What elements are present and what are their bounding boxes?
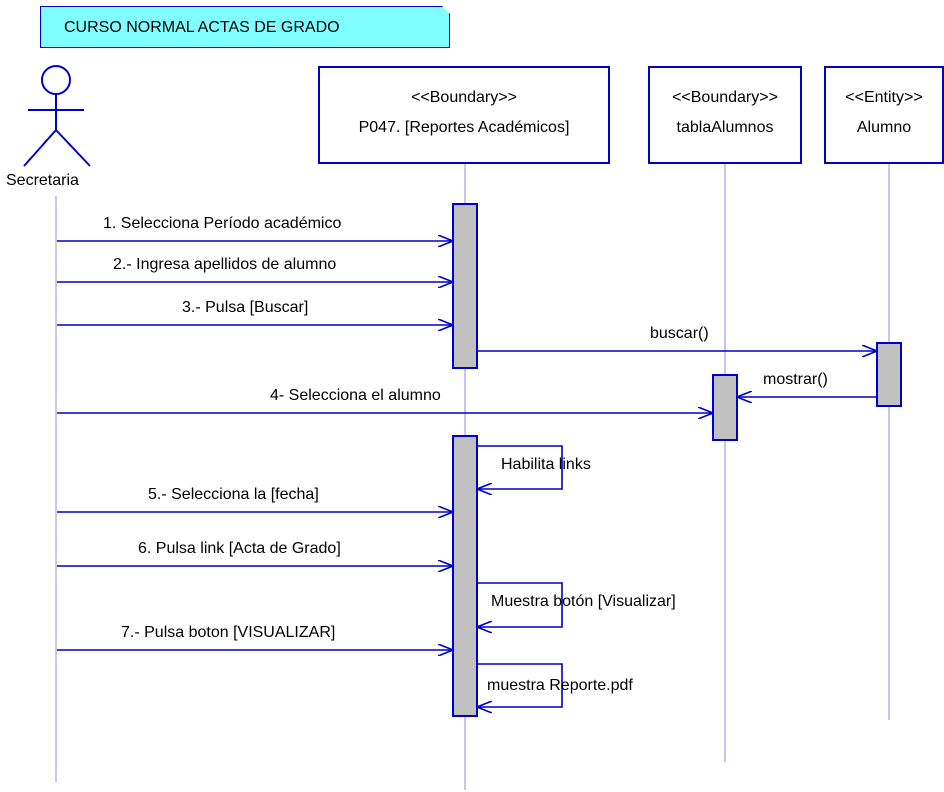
object-alumno: <<Entity>> Alumno [824, 66, 944, 164]
object-name: Alumno [856, 119, 912, 136]
message-label-7: 7.- Pulsa boton [VISUALIZAR] [121, 624, 336, 641]
message-label-1: 1. Selecciona Período académico [103, 215, 342, 232]
message-label-habilita: Habilita links [501, 456, 591, 473]
self-message-muestra-boton [477, 582, 563, 627]
actor-label: Secretaria [6, 172, 79, 189]
activation-alumno [876, 342, 902, 407]
message-label-muestra-boton: Muestra botón [Visualizar] [491, 593, 676, 610]
object-stereotype: <<Boundary>> [411, 89, 517, 106]
object-tablaalumnos: <<Boundary>> tablaAlumnos [648, 66, 802, 164]
message-label-muestra-reporte: muestra Reporte.pdf [487, 677, 633, 694]
object-name: P047. [Reportes Académicos] [358, 119, 570, 136]
self-message-habilita [477, 445, 563, 489]
note-fold [442, 6, 450, 14]
object-name: tablaAlumnos [676, 119, 774, 136]
object-p047: <<Boundary>> P047. [Reportes Académicos] [318, 66, 610, 164]
note-title: CURSO NORMAL ACTAS DE GRADO [64, 19, 340, 36]
actor-icon [23, 65, 91, 167]
object-stereotype: <<Boundary>> [672, 89, 778, 106]
activation-p047-1 [452, 203, 478, 369]
activation-tablaalumnos [712, 374, 738, 441]
message-label-4: 4- Selecciona el alumno [270, 387, 441, 404]
self-message-muestra-reporte [477, 663, 563, 707]
message-label-3: 3.- Pulsa [Buscar] [182, 299, 309, 316]
title-note: CURSO NORMAL ACTAS DE GRADO [40, 6, 450, 48]
message-label-6: 6. Pulsa link [Acta de Grado] [138, 540, 341, 557]
object-stereotype: <<Entity>> [845, 89, 923, 106]
message-label-2: 2.- Ingresa apellidos de alumno [113, 256, 337, 273]
message-label-mostrar: mostrar() [763, 371, 828, 388]
message-label-5: 5.- Selecciona la [fecha] [148, 486, 319, 503]
message-label-buscar: buscar() [650, 325, 709, 342]
activation-p047-2 [452, 435, 478, 717]
